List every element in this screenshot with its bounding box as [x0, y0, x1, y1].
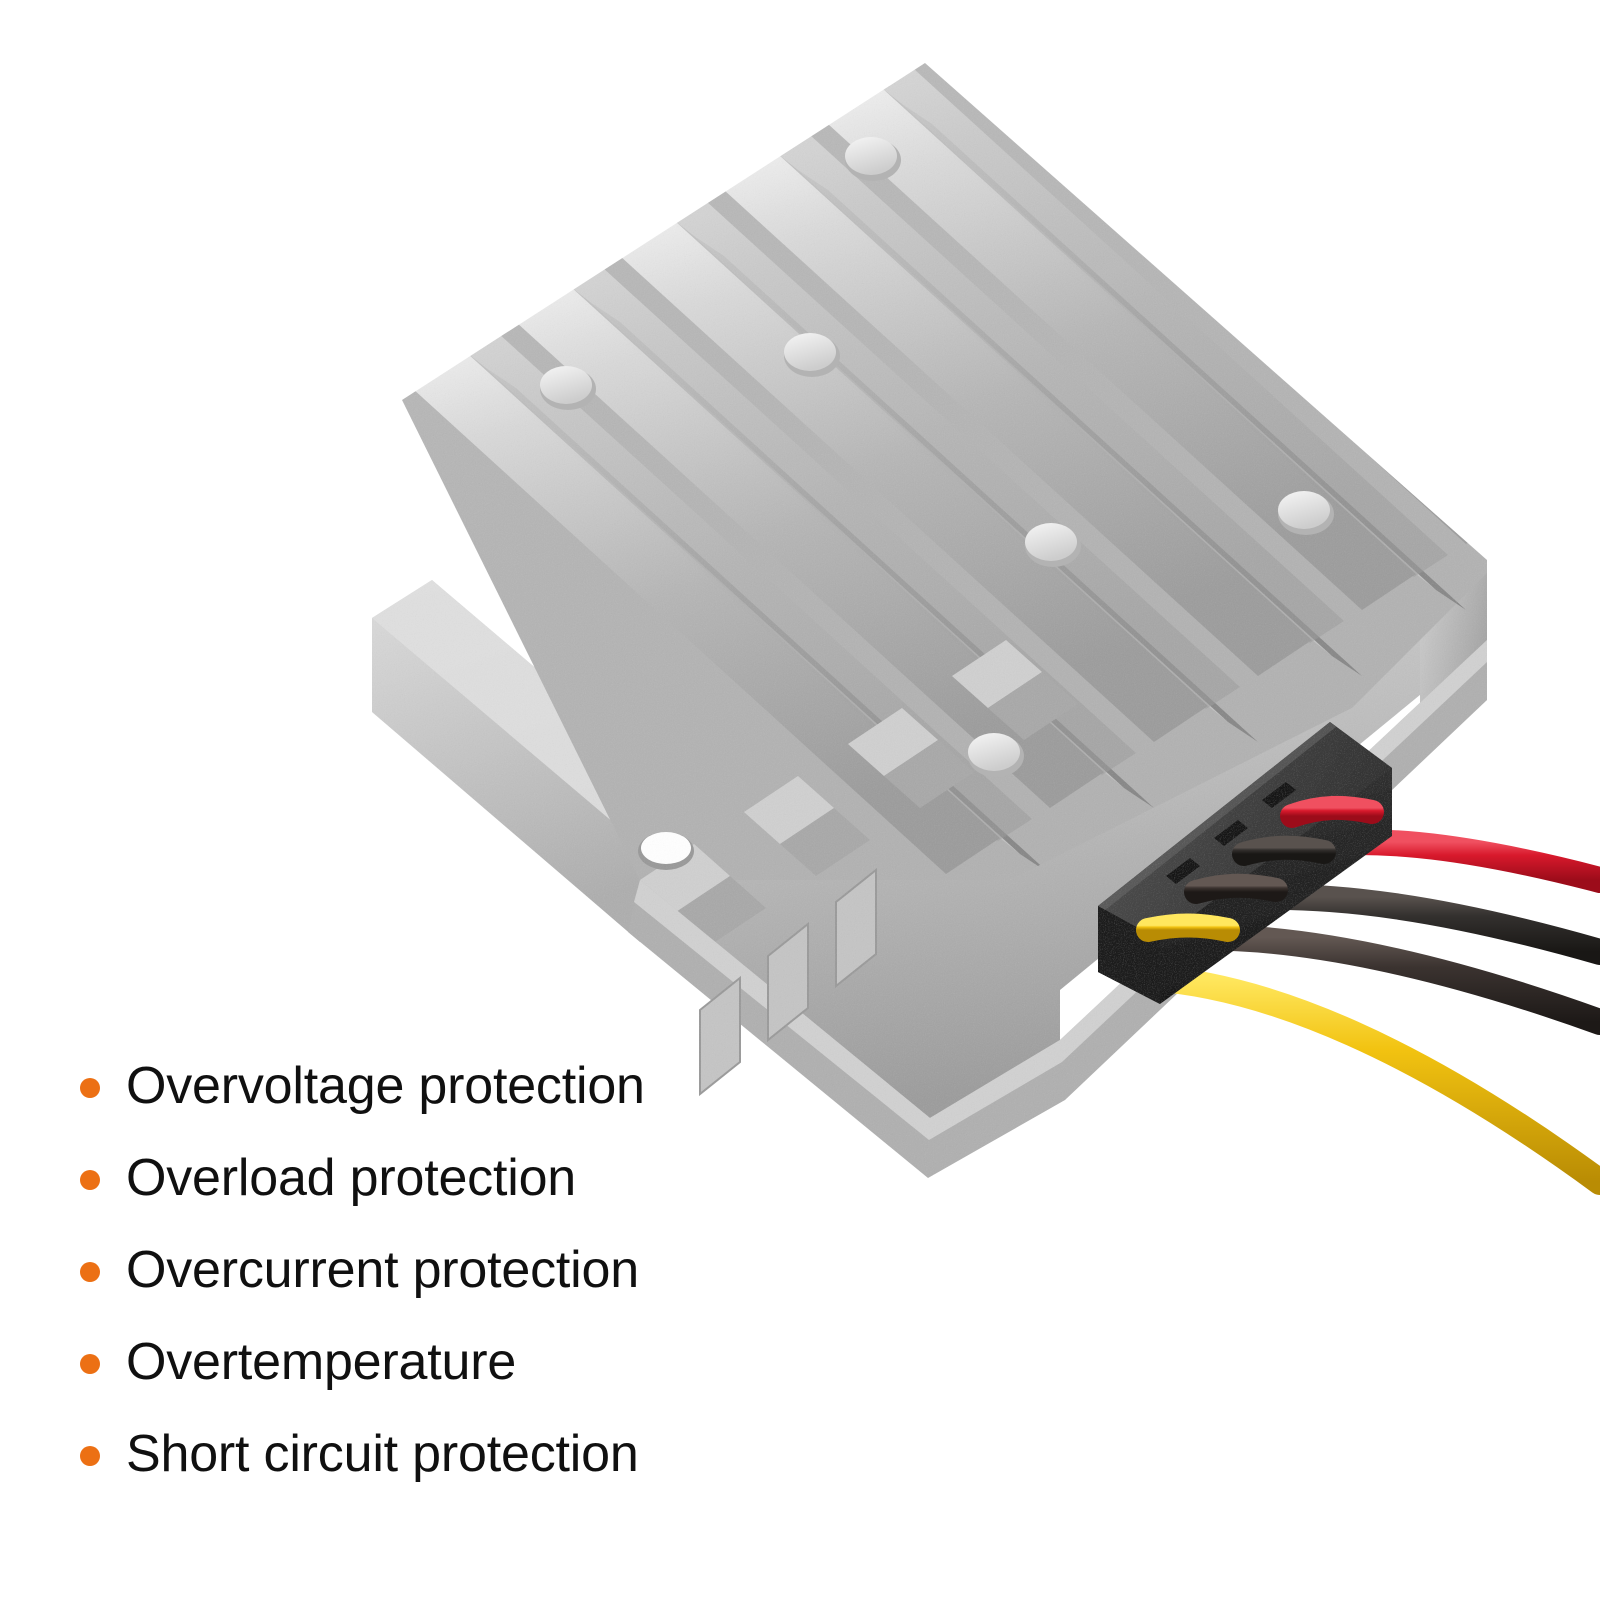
heatsink-fins: [412, 63, 1487, 874]
feature-label: Short circuit protection: [126, 1424, 639, 1483]
list-item: Overload protection: [80, 1132, 840, 1224]
list-item: Overtemperature: [80, 1316, 840, 1408]
feature-label: Overtemperature: [126, 1332, 517, 1391]
rivet-pin: [1278, 491, 1334, 535]
rivet-pin: [784, 333, 840, 377]
list-item: Overvoltage protection: [80, 1040, 840, 1132]
list-item: Short circuit protection: [80, 1408, 840, 1500]
rivet-pin: [845, 137, 901, 181]
lower-fin-block: [640, 640, 1078, 944]
center-raised-block: [612, 742, 1180, 992]
mounting-hole: [638, 832, 694, 870]
bullet-dot-icon: [80, 1446, 100, 1466]
body-right-face: [1420, 560, 1487, 735]
bullet-dot-icon: [80, 1078, 100, 1098]
yellow-wire: [1137, 965, 1600, 1195]
wire-connector-block: [1098, 722, 1392, 1004]
body-front-face: [640, 560, 1487, 1118]
feature-label: Overcurrent protection: [126, 1240, 639, 1299]
feature-label: Overload protection: [126, 1148, 577, 1207]
feature-list: Overvoltage protection Overload protecti…: [80, 1040, 840, 1500]
list-item: Overcurrent protection: [80, 1224, 840, 1316]
bullet-dot-icon: [80, 1170, 100, 1190]
black-wire: [1197, 883, 1600, 965]
bullet-dot-icon: [80, 1354, 100, 1374]
mounting-flange: [372, 580, 700, 942]
rivet-pin: [540, 366, 596, 410]
brown-wire: [1165, 924, 1600, 1035]
heatsink-fin-field: [402, 63, 1487, 992]
bullet-dot-icon: [80, 1262, 100, 1282]
fin-front-ends: [640, 640, 1078, 944]
feature-label: Overvoltage protection: [126, 1056, 645, 1115]
red-wire: [1242, 828, 1600, 893]
converter-body: [372, 560, 1487, 1118]
rivet-pins: [540, 137, 1334, 777]
rivet-pin: [968, 733, 1024, 777]
wire-bundle: [1137, 828, 1600, 1195]
rivet-pin: [1025, 523, 1081, 567]
